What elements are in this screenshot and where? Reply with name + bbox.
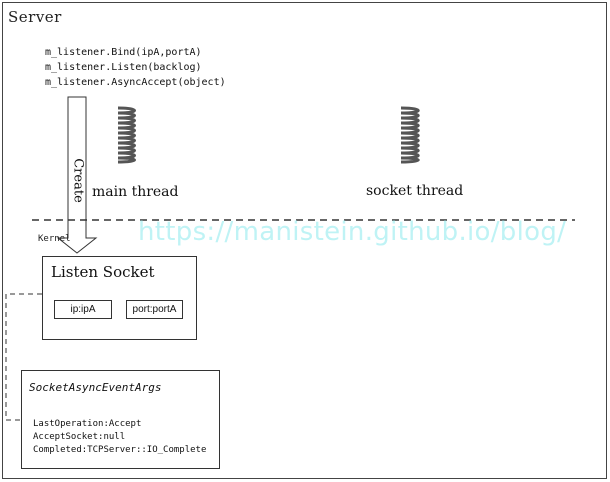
event-args-box: SocketAsyncEventArgs LastOperation:Accep… <box>21 370 220 469</box>
create-label: Create <box>70 158 86 203</box>
event-args-accept-socket: AcceptSocket:null <box>33 432 126 442</box>
listen-socket-title: Listen Socket <box>51 263 155 281</box>
server-title: Server <box>8 8 62 26</box>
ip-field: ip:ipA <box>54 300 112 319</box>
main-thread-spring-icon <box>117 106 136 164</box>
listen-socket-box: Listen Socket ip:ipA port:portA <box>42 256 197 340</box>
event-args-completed: Completed:TCPServer::IO_Complete <box>33 445 207 455</box>
event-args-title: SocketAsyncEventArgs <box>29 381 162 394</box>
event-args-last-operation: LastOperation:Accept <box>33 419 142 429</box>
kernel-label: Kernel <box>38 234 71 244</box>
code-line-bind: m_listener.Bind(ipA,portA) <box>45 47 202 58</box>
code-line-listen: m_listener.Listen(backlog) <box>45 62 202 73</box>
create-arrow <box>56 96 98 254</box>
socket-thread-spring-icon <box>400 106 420 164</box>
code-line-async-accept: m_listener.AsyncAccept(object) <box>45 77 226 88</box>
dashed-connector <box>5 293 42 421</box>
socket-thread-label: socket thread <box>366 183 464 199</box>
port-field: port:portA <box>126 300 183 319</box>
main-thread-label: main thread <box>92 184 179 200</box>
watermark-url: https://manistein.github.io/blog/ <box>138 217 567 247</box>
